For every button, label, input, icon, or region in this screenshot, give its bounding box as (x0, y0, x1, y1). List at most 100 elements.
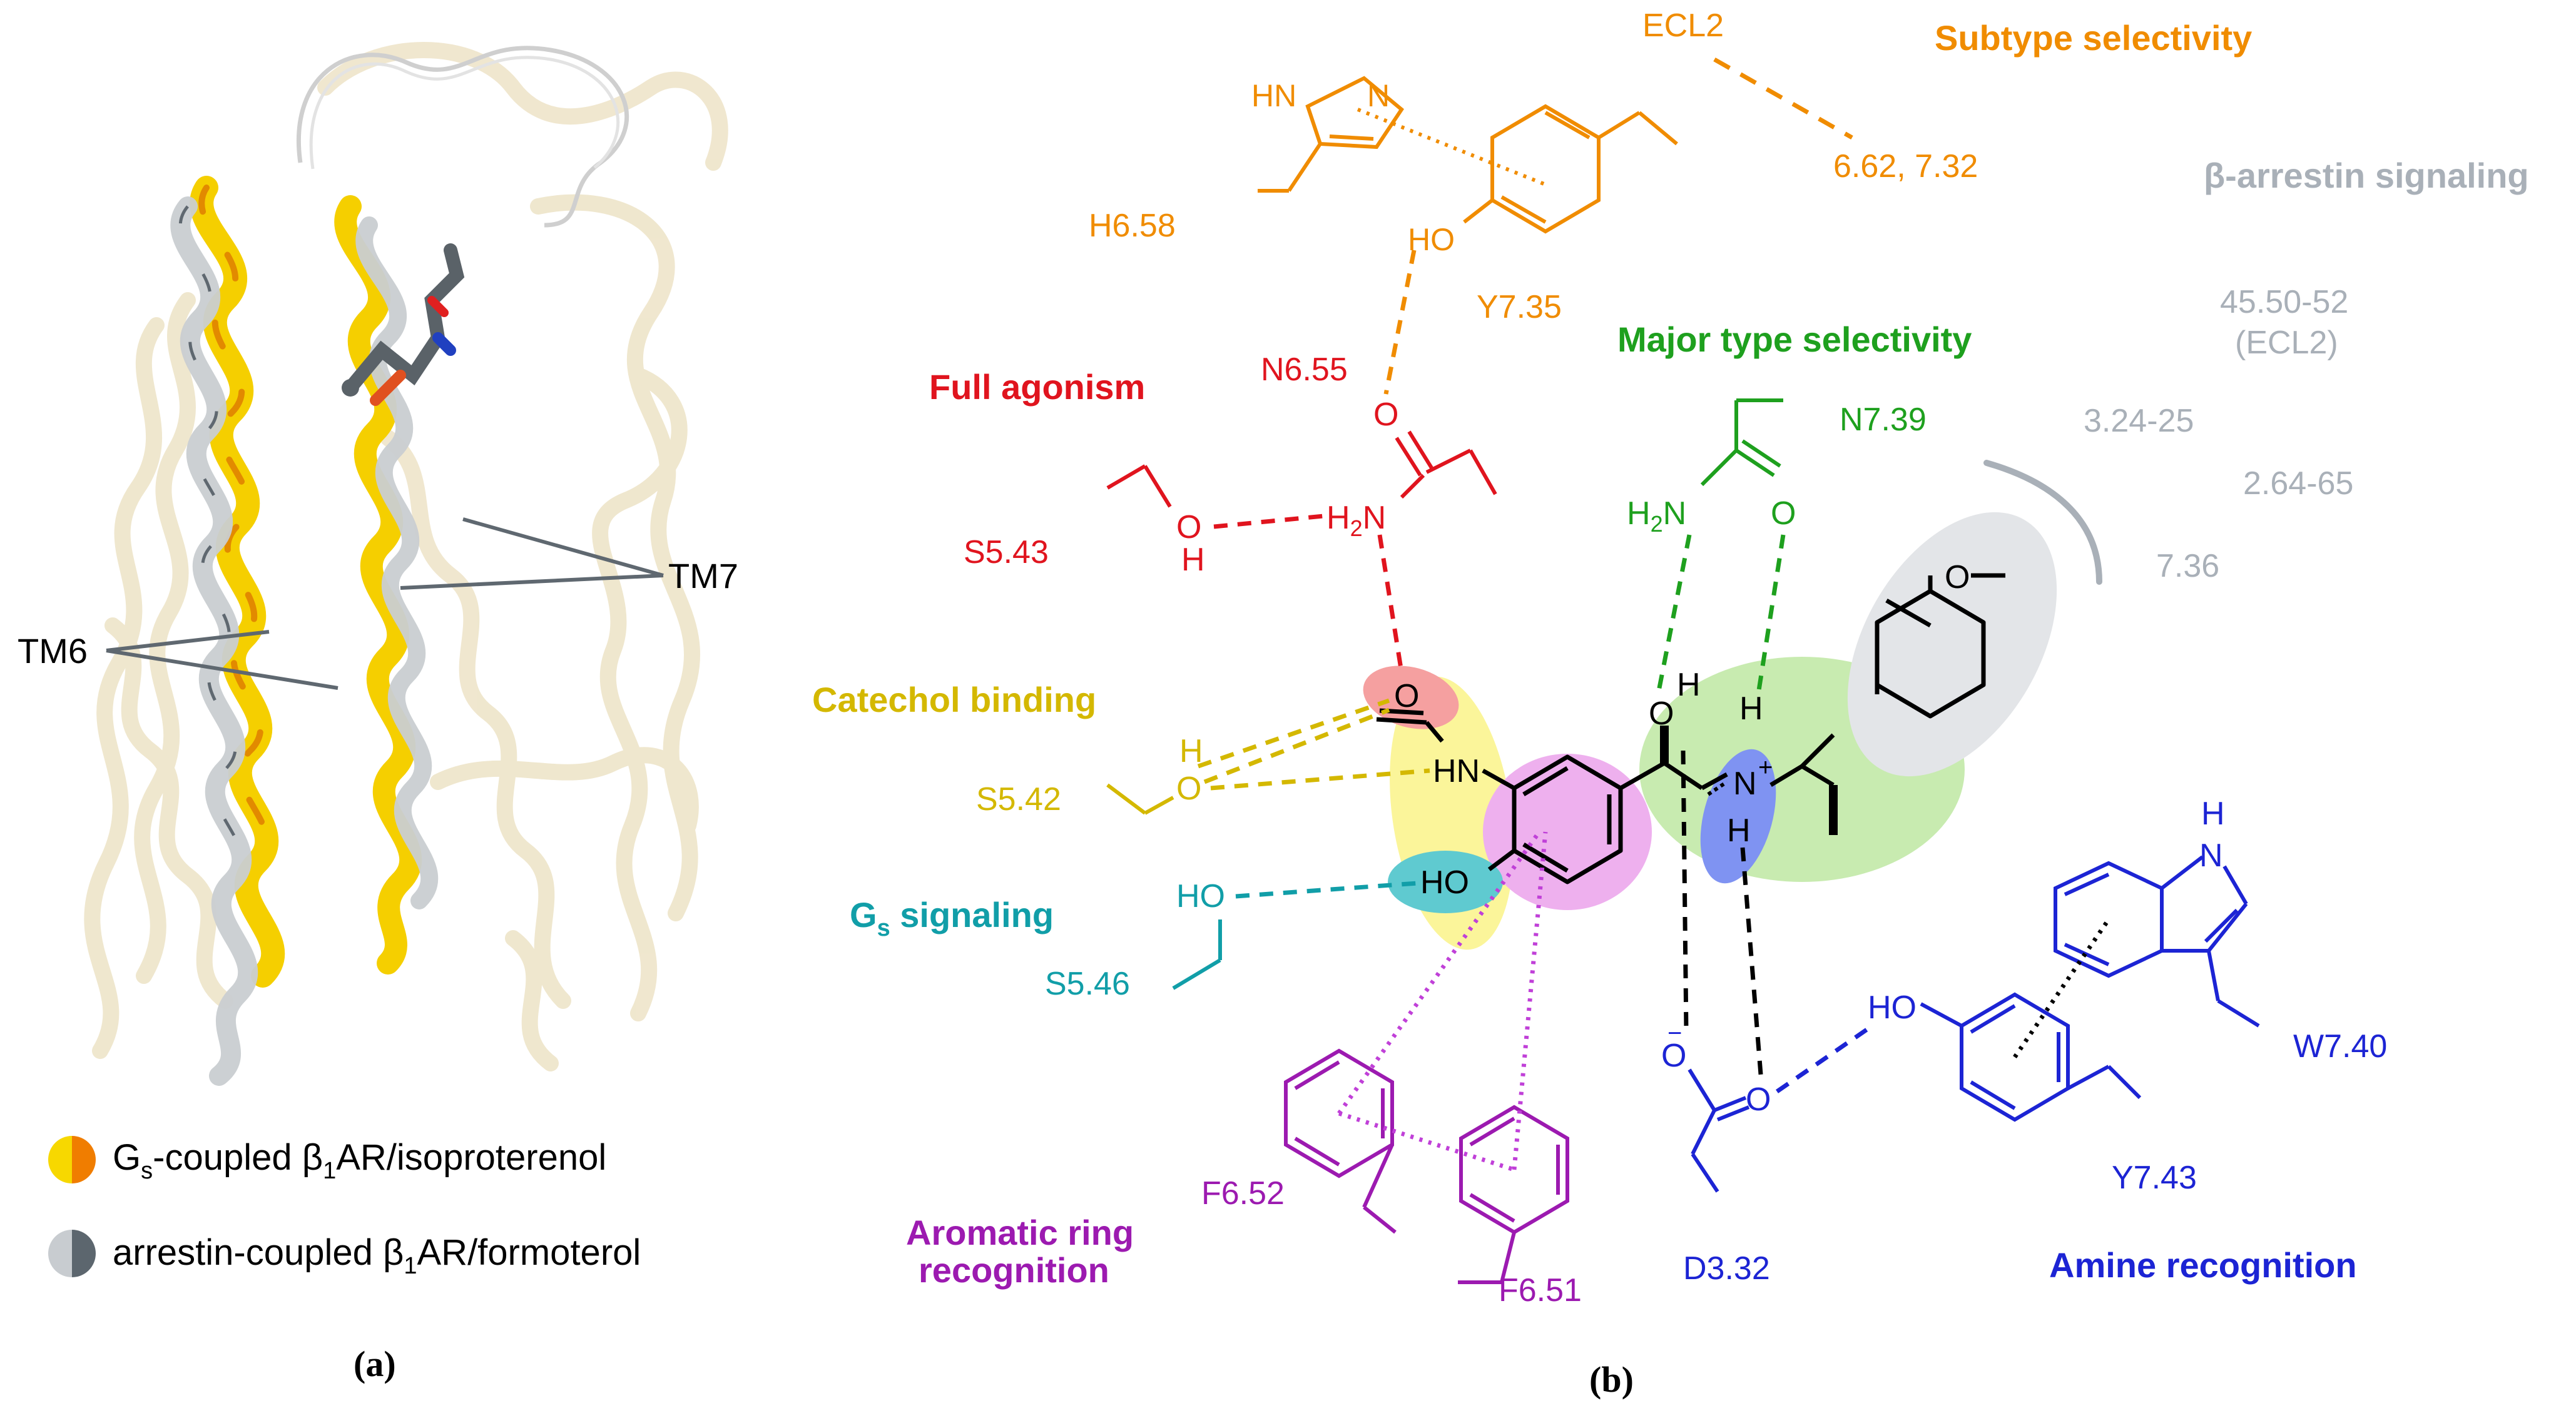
ser542-structure (1106, 783, 1174, 815)
legend: Gs-coupled β1AR/isoproterenol arrestin-c… (48, 1136, 641, 1279)
tyr735-ring (1463, 104, 1678, 234)
trp740-n: N (2199, 838, 2223, 874)
n739-hbond-2 (1756, 534, 1786, 695)
legend-swatch-arrestin (48, 1230, 96, 1277)
phe652-structure (1284, 1048, 1397, 1234)
his-ring (1258, 76, 1404, 193)
res-n739: N7.39 (1840, 402, 1927, 438)
s543-hbond (1213, 514, 1324, 529)
legend-gs-text: Gs-coupled β1AR/isoproterenol (113, 1137, 606, 1184)
n655-hbond (1383, 250, 1417, 395)
s542-hbond-2 (1203, 707, 1390, 784)
methoxyphenyl-highlight (1847, 512, 2057, 777)
res-y735: Y7.35 (1477, 289, 1562, 325)
res-736: 7.36 (2156, 548, 2219, 584)
res-s546: S5.46 (1045, 966, 1130, 1002)
ser546-structure (1172, 919, 1222, 990)
ser543-o: O (1176, 509, 1201, 545)
res-662: 6.62, 7.32 (1833, 148, 1978, 185)
pi-stack-blue (2013, 918, 2110, 1058)
res-h658: H6.58 (1089, 208, 1176, 244)
asn655-structure (1106, 430, 1497, 508)
s542-hbond-1 (1197, 698, 1390, 769)
pi-stack-652-651 (1338, 1111, 1515, 1172)
res-ecl2: ECL2 (1642, 8, 1724, 44)
tm7-gold-helix (334, 195, 422, 975)
tm6-gold-shade (198, 185, 270, 866)
cat-major: Major type selectivity (1617, 320, 1972, 359)
asn739-structure (1700, 398, 1783, 487)
ligand-ammonium-h-bottom: H (1727, 813, 1751, 849)
cat-arrestin: β-arrestin signaling (2204, 156, 2529, 195)
tm6-gold-helix (190, 176, 285, 988)
panel-a: TM7 TM6 Gs-coupled β1AR/isoproterenol ar… (18, 42, 738, 1384)
cat-aromatic-1: Aromatic ring (906, 1213, 1134, 1252)
s542-hbond-3 (1210, 768, 1430, 791)
formamide-highlight (1363, 666, 1459, 729)
res-4550: 45.50-52 (2220, 284, 2348, 320)
res-324: 3.24-25 (2084, 403, 2194, 439)
d332-hbond-2 (1740, 847, 1764, 1083)
cat-full: Full agonism (929, 367, 1145, 407)
res-n655: N6.55 (1261, 352, 1348, 388)
legend-swatch-gs (48, 1136, 96, 1183)
tm6-callout-2 (106, 649, 339, 690)
cat-aromatic-2: recognition (919, 1250, 1109, 1290)
ser546-ho: HO (1176, 878, 1225, 914)
ammonium-highlight (1700, 749, 1776, 884)
y743-hbond (1776, 1027, 1869, 1093)
legend-arrestin-text: arrestin-coupled β1AR/formoterol (113, 1232, 641, 1279)
ecl-loop-2 (309, 56, 619, 170)
tm7-callout-1 (462, 517, 664, 577)
ligand-ho: HO (1420, 864, 1469, 901)
ligand-ammonium-plus: + (1758, 754, 1773, 781)
res-s543: S5.43 (964, 534, 1049, 570)
cat-amine: Amine recognition (2049, 1245, 2357, 1285)
phe651-structure (1458, 1105, 1569, 1284)
phenol-oh-highlight (1388, 851, 1503, 913)
ligand-ammonium-n: N (1733, 766, 1757, 802)
res-f651: F6.51 (1499, 1272, 1582, 1309)
ser543-h: H (1181, 542, 1205, 578)
ligand-hydroxyl-h: H (1677, 667, 1701, 703)
res-d332: D3.32 (1683, 1250, 1770, 1287)
his-hn: HN (1251, 78, 1296, 113)
ligand-sticks (342, 243, 465, 406)
asp332-structure (1688, 1068, 1750, 1193)
ligand-ammonium-h-top: H (1739, 691, 1763, 727)
res-s542: S5.42 (976, 781, 1061, 818)
panel-b-label: (b) (1589, 1359, 1634, 1400)
s546-hbond (1235, 881, 1418, 899)
n739-hbond-1 (1656, 534, 1692, 695)
res-f652: F6.52 (1201, 1175, 1285, 1212)
background-helices (84, 42, 728, 1071)
arrestin-arc (1983, 460, 2102, 585)
trp740-h: H (2201, 796, 2225, 832)
ecl-loop (297, 46, 629, 228)
ligand-hn: HN (1433, 753, 1480, 789)
asp332-ominus: − (1667, 1020, 1682, 1047)
asn739-h2n: H2N (1627, 495, 1686, 537)
asn655-h2n: H2N (1326, 500, 1386, 541)
ser542-o: O (1176, 771, 1201, 807)
tm6-label: TM6 (18, 631, 88, 671)
his-n: N (1367, 78, 1390, 113)
asn739-o: O (1771, 495, 1796, 532)
tm6-callout-1 (106, 630, 270, 652)
tyr743-ho: HO (1868, 990, 1917, 1026)
tyr743-structure (1920, 992, 2142, 1122)
asn655-o: O (1373, 397, 1398, 433)
ligand-hydroxyl-o: O (1649, 696, 1674, 732)
ring-highlight (1483, 754, 1652, 910)
cat-subtype: Subtype selectivity (1935, 18, 2252, 58)
ligand-methoxy-o: O (1945, 559, 1970, 595)
pi-stack-652-ring (1337, 830, 1541, 1115)
tm7-grey-helix (355, 216, 439, 909)
cat-gs: Gs signaling (850, 895, 1054, 941)
ser542-h: H (1179, 733, 1203, 769)
res-w740: W7.40 (2293, 1028, 2387, 1065)
cat-catechol: Catechol binding (812, 680, 1096, 719)
asp332-o: O (1661, 1038, 1686, 1074)
ligand-o-formyl: O (1394, 678, 1419, 714)
tm7-label: TM7 (668, 556, 738, 595)
